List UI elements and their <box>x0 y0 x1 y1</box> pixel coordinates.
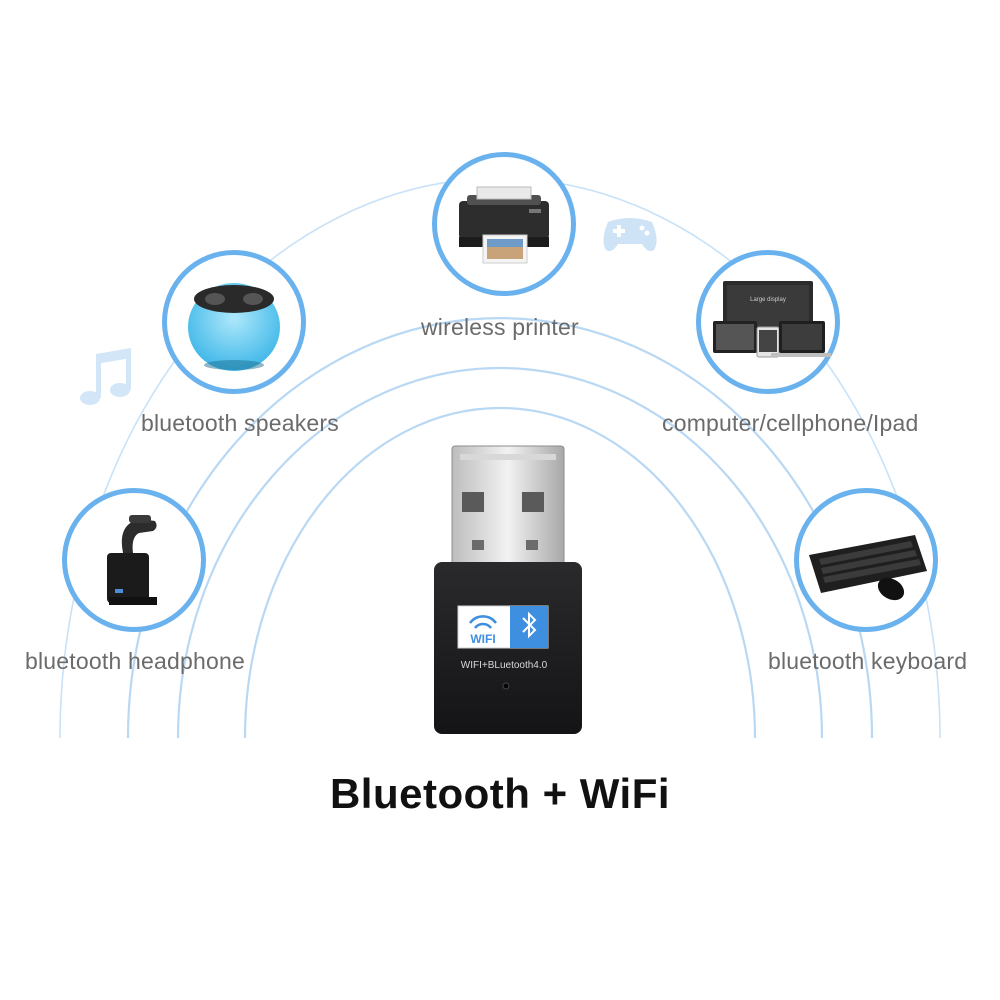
wifi-icon <box>468 615 498 629</box>
computer-label: computer/cellphone/Ipad <box>662 410 919 436</box>
model-text: WIFI+BLuetooth4.0 <box>461 660 548 671</box>
headset-icon <box>107 515 157 605</box>
speakers-circle <box>162 250 306 394</box>
speakers-label: bluetooth speakers <box>141 410 339 436</box>
usb-dongle: WIFI WIFI+BLuetooth4.0 <box>434 445 582 734</box>
ring-inner <box>243 406 757 739</box>
music-note-icon <box>80 348 131 405</box>
keyboard-label: bluetooth keyboard <box>768 648 968 674</box>
ring-middle <box>176 366 824 739</box>
page-title: Bluetooth + WiFi <box>329 770 671 817</box>
bluetooth-icon <box>522 611 537 639</box>
wifi-text: WIFI <box>470 632 495 646</box>
gamepad-icon <box>603 218 657 252</box>
keyboard-mouse-icon <box>809 535 927 601</box>
printer-label: wireless printer <box>421 314 579 340</box>
laptop-tablet-phone-icon: Large display <box>713 281 831 358</box>
printer-circle <box>432 152 576 296</box>
indicator-led <box>502 682 510 690</box>
screen-text: Large display <box>750 297 786 303</box>
speaker-icon <box>188 283 280 371</box>
computer-circle: Large display <box>696 250 840 394</box>
headphone-label: bluetooth headphone <box>25 648 245 674</box>
keyboard-circle <box>794 488 938 632</box>
headphone-circle <box>62 488 206 632</box>
printer-icon <box>459 186 549 264</box>
